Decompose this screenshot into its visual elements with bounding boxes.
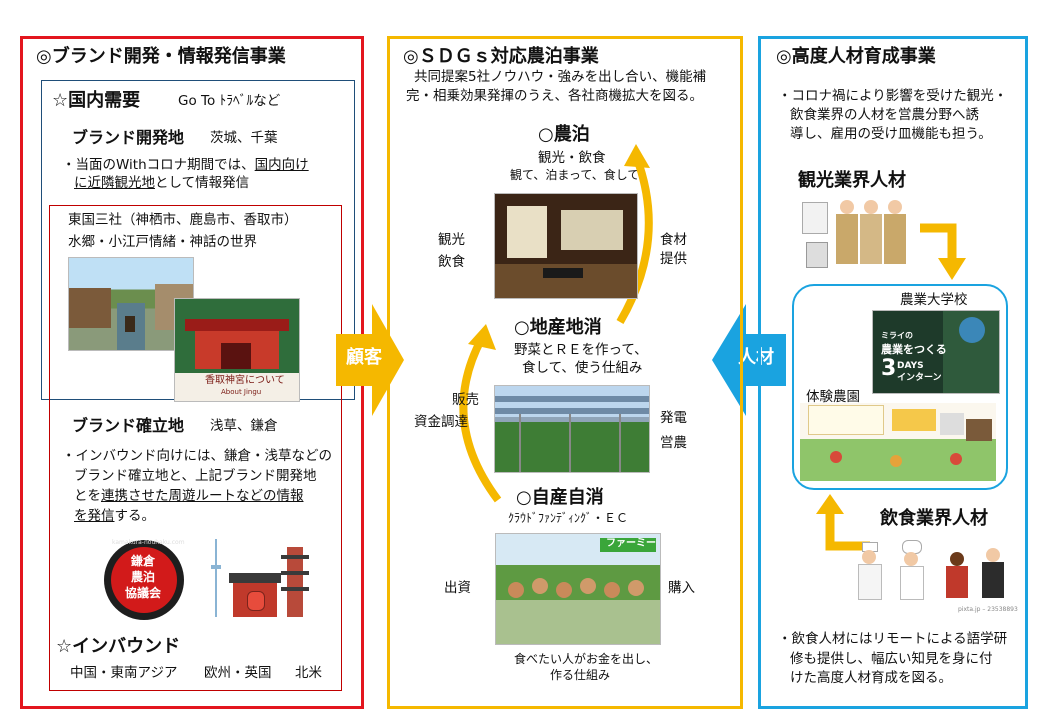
talent-intro-line1: ・コロナ禍により影響を受けた観光・	[778, 88, 1008, 104]
nouhaku-desc: 観て、泊まって、食して	[510, 168, 640, 182]
label-funding: 資金調達	[414, 414, 468, 430]
nouhaku-heading: ○農泊	[538, 124, 590, 145]
talent-intro-line3: 導し、雇用の受け皿機能も担う。	[790, 126, 992, 142]
cycle-arc-left-mid	[459, 324, 502, 503]
note2-underlined-b: を発信	[74, 508, 115, 524]
tourism-talent-heading: 観光業界人材	[798, 170, 906, 191]
shrine-caption: 香取神宮について	[205, 375, 285, 386]
label-sales: 販売	[452, 392, 479, 408]
sdgs-panel	[387, 36, 743, 709]
jisan-desc2: 作る仕組み	[550, 668, 611, 682]
region-2: 北米	[295, 665, 322, 681]
tohoku-line2: 水郷・小江戸情緒・神話の世界	[68, 234, 257, 250]
label-tourism: 観光	[438, 232, 465, 248]
logo-line1: 鎌倉	[131, 554, 156, 568]
talent-arrow-label: 人材	[738, 347, 774, 368]
label-purchase: 購入	[668, 580, 695, 596]
note1-text-b: として情報発信	[155, 175, 250, 191]
poster-line1: ミライの	[881, 331, 913, 340]
food-talent-heading: 飲食業界人材	[880, 508, 988, 529]
katori-shrine-photo: 香取神宮について About Jingu	[174, 298, 300, 402]
ryokan-room-photo	[494, 193, 638, 299]
note2-text-a: とを	[74, 488, 101, 504]
note1-underlined-b: に近隣観光地	[74, 175, 155, 191]
farm-experience-illustration	[800, 403, 996, 481]
chefs-illustration	[858, 540, 1008, 602]
jisan-heading: ○自産自消	[516, 487, 604, 508]
note2-line3: とを連携させた周遊ルートなどの情報	[74, 488, 304, 505]
farmers-group-photo: ファーミー	[495, 533, 661, 645]
bent-arrow-up	[816, 494, 870, 551]
note2-line1: ・インバウンド向けには、鎌倉・浅草などの	[62, 448, 332, 464]
note2-text-b: する。	[114, 508, 156, 524]
note2-line4: を発信する。	[74, 508, 155, 525]
bent-arrow-down	[920, 223, 966, 280]
talent-panel-title: ◎高度人材育成事業	[776, 46, 936, 67]
region-1: 欧州・英国	[204, 665, 272, 681]
logo-line3: 協議会	[125, 586, 162, 600]
agri-school-poster: ミライの 農業をつくる 3 DAYS インターン	[872, 310, 1000, 394]
dev-heading: ブランド開発地	[72, 128, 185, 147]
poster-line5: インターン	[897, 373, 942, 383]
poster-line4: DAYS	[897, 361, 924, 371]
label-food: 飲食	[438, 254, 465, 270]
note1-line1: ・当面のWithコロナ期間では、国内向け	[62, 157, 309, 174]
logo-ring-text: kamakura-nouhaku.com	[112, 539, 185, 546]
note1-underlined-a: 国内向け	[254, 157, 309, 173]
kamakura-nouhaku-logo: 鎌倉 農泊 協議会 kamakura-nouhaku.com	[104, 539, 185, 620]
shrine-caption-en: About Jingu	[221, 388, 262, 396]
stock-credit: pixta.jp – 23538893	[958, 606, 1018, 613]
farmy-banner: ファーミー	[600, 538, 656, 552]
note2-line2: ブランド確立地と、上記ブランド開発地	[74, 468, 317, 484]
note2-underlined-a: 連携させた周遊ルートなどの情報	[101, 488, 304, 504]
note1-line2: に近隣観光地として情報発信	[74, 175, 249, 192]
talent-arrow	[712, 304, 786, 416]
asakusa-illustration	[205, 535, 315, 620]
jisan-sub: ｸﾗｳﾄﾞﾌｧﾝﾃﾞｨﾝｸﾞ・ＥＣ	[508, 511, 629, 525]
chisan-desc2: 食して、使う仕組み	[522, 360, 643, 376]
jisan-desc1: 食べたい人がお金を出し、	[514, 652, 659, 666]
label-invest: 出資	[444, 580, 471, 596]
school-label: 農業大学校	[900, 292, 968, 308]
solar-farm-photo	[494, 385, 650, 473]
tohoku-line1: 東国三社（神栖市、鹿島市、香取市）	[68, 212, 298, 228]
talent-note-line2: 修も提供し、幅広い知見を身に付	[790, 651, 993, 667]
chisan-desc1: 野菜とＲＥを作って、	[514, 342, 648, 358]
talent-note-line3: けた高度人材育成を図る。	[790, 670, 952, 686]
training-box	[792, 284, 1008, 490]
est-places: 浅草、鎌倉	[210, 418, 278, 434]
nouhaku-sub: 観光・飲食	[538, 150, 606, 166]
talent-note-line1: ・飲食人材にはリモートによる語学研	[778, 631, 1008, 647]
farmy-banner-text: ファーミー	[606, 538, 656, 549]
cycle-arc-right-top	[616, 144, 653, 325]
talent-intro-line2: 飲食業界の人材を営農分野へ誘	[790, 107, 979, 123]
brand-panel-title: ◎ブランド開発・情報発信事業	[36, 46, 286, 67]
region-0: 中国・東南アジア	[70, 665, 178, 681]
est-heading: ブランド確立地	[72, 416, 185, 435]
label-power: 発電	[660, 410, 687, 426]
poster-line2: 農業をつくる	[881, 343, 947, 356]
note1-text-a: ・当面のWithコロナ期間では、	[62, 157, 255, 173]
label-ingredients: 食材	[660, 232, 687, 248]
sdgs-intro-line1: 共同提案5社ノウハウ・強みを出し合い、機能補	[414, 69, 707, 85]
poster-line3: 3	[881, 356, 897, 381]
tourism-staff-illustration	[800, 196, 910, 272]
customer-arrow-label: 顧客	[346, 347, 382, 368]
domestic-heading: ☆国内需要	[52, 90, 141, 111]
sdgs-panel-title: ◎ＳＤＧｓ対応農泊事業	[403, 46, 599, 67]
label-supply: 提供	[660, 251, 687, 267]
tohoku-box	[49, 205, 342, 691]
chisan-heading: ○地産地消	[514, 317, 602, 338]
domestic-sub: Go To ﾄﾗﾍﾞﾙなど	[178, 93, 281, 109]
logo-line2: 農泊	[131, 570, 156, 584]
inbound-heading: ☆インバウンド	[56, 636, 181, 657]
label-farming: 営農	[660, 435, 687, 451]
sdgs-intro-line2: 完・相乗効果発揮のうえ、各社商機拡大を図る。	[406, 88, 703, 104]
farm-experience-label: 体験農園	[806, 389, 860, 405]
talent-panel	[758, 36, 1028, 709]
dev-places: 茨城、千葉	[210, 130, 278, 146]
